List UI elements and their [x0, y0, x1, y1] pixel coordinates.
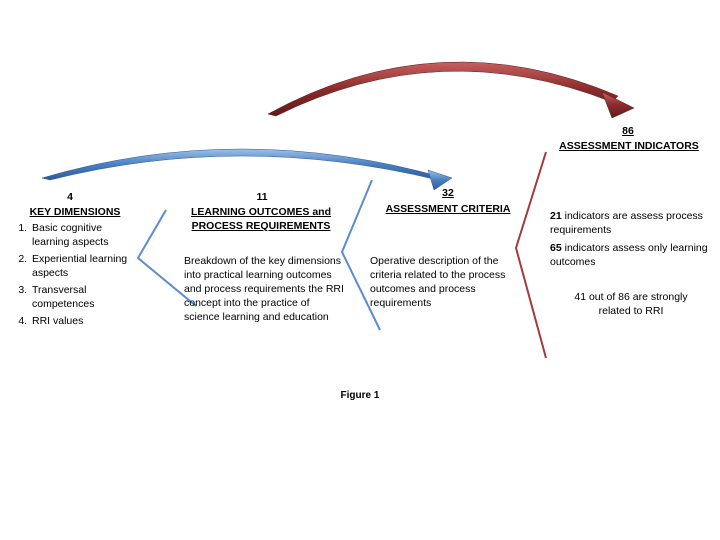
assessment-criteria-description: Operative description of the criteria re… — [370, 255, 506, 309]
key-dimension-item: Basic cognitive learning aspects — [30, 221, 132, 249]
blue-arc-arrow — [41, 148, 446, 181]
chevron-separator-1 — [136, 209, 197, 307]
key-dimension-item: Transversal competences — [30, 283, 132, 311]
learning-outcomes-description: Breakdown of the key dimensions into pra… — [184, 255, 344, 323]
learning-outcomes-title-line1: LEARNING OUTCOMES and — [190, 206, 331, 218]
assessment-indicators-line1: 21 indicators are assess process require… — [550, 209, 712, 237]
learning-outcomes-count: 11 — [256, 191, 268, 203]
indicator-text-outcomes: indicators assess only learning outcomes — [550, 242, 708, 268]
indicator-count-process: 21 — [550, 210, 562, 222]
key-dimension-item: Experiential learning aspects — [30, 252, 132, 280]
assessment-indicators-line2: 65 indicators assess only learning outco… — [550, 241, 712, 269]
key-dimensions-title: KEY DIMENSIONS — [29, 206, 121, 218]
key-dimensions-count: 4 — [67, 191, 73, 203]
indicator-text-process: indicators are assess process requiremen… — [550, 210, 703, 236]
chevron-separator-3 — [514, 151, 547, 359]
learning-outcomes-title-line2: PROCESS REQUIREMENTS — [191, 220, 331, 232]
red-arc-arrow — [267, 61, 619, 117]
chevron-separator-2 — [340, 179, 381, 331]
assessment-indicators-count: 86 — [622, 125, 634, 137]
red-arc-arrowhead — [601, 91, 635, 119]
assessment-criteria-count: 32 — [442, 187, 454, 199]
rri-note: 41 out of 86 are strongly related to RRI — [574, 291, 688, 317]
assessment-criteria-title: ASSESSMENT CRITERIA — [385, 203, 511, 215]
indicator-count-outcomes: 65 — [550, 242, 562, 254]
key-dimensions-list: Basic cognitive learning aspects Experie… — [12, 221, 132, 331]
key-dimension-item: RRI values — [30, 314, 132, 328]
assessment-indicators-title: ASSESSMENT INDICATORS — [559, 140, 699, 152]
figure-caption: Figure 1 — [340, 390, 380, 401]
blue-arc-arrowhead — [427, 169, 453, 191]
